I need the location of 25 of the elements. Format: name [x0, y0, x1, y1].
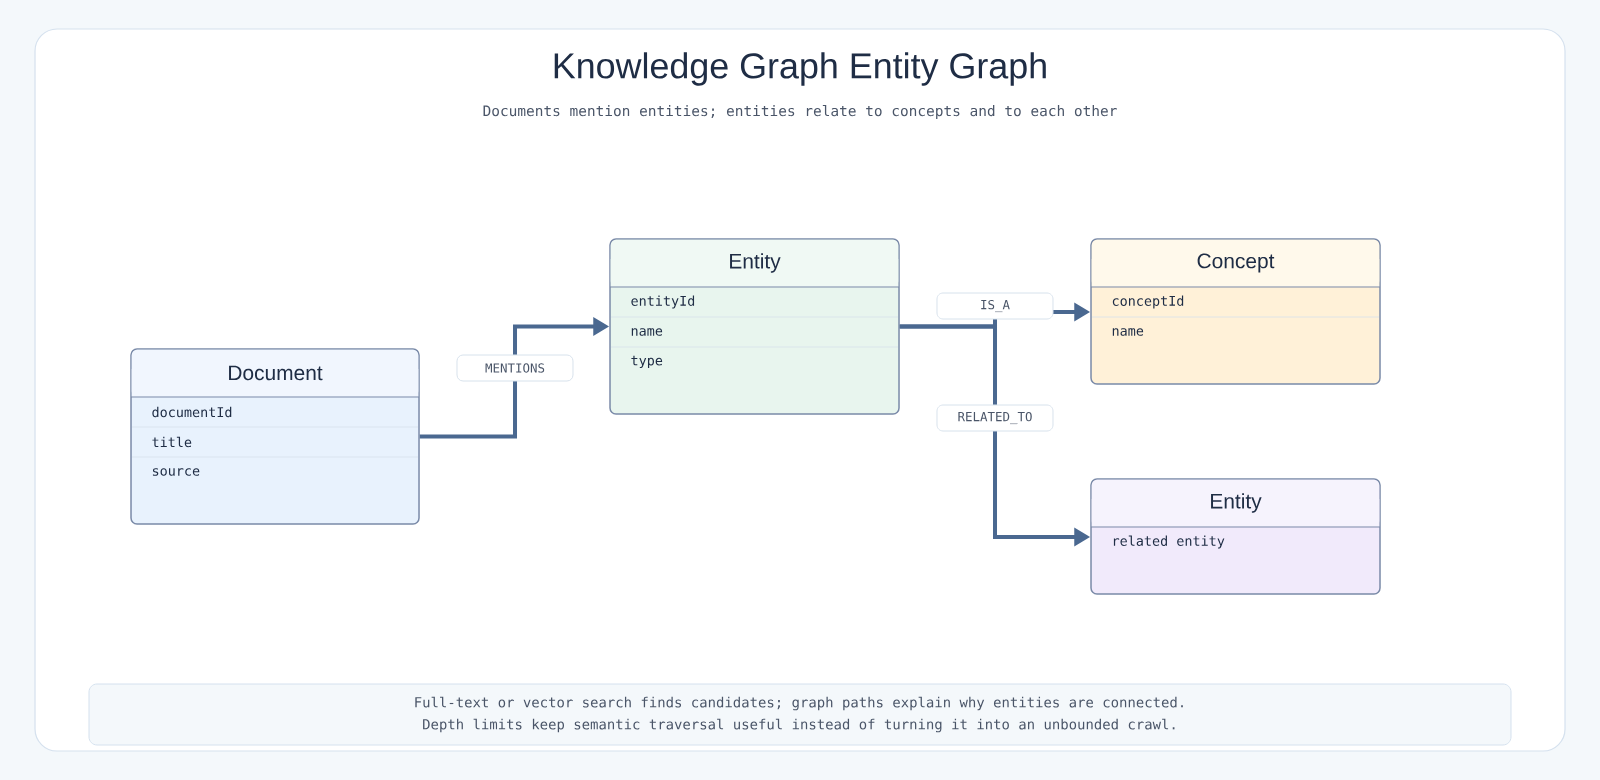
note-text: Full-text or vector search finds candidates; graph paths explain why entities are connected. — [415, 696, 1183, 711]
field-name: name — [1112, 328, 1144, 336]
edge-label: IS_A — [936, 292, 1054, 320]
entity-box — [1090, 478, 1381, 595]
field-name: name — [631, 328, 663, 336]
table-header: Entity — [1211, 493, 1262, 513]
note-box — [88, 683, 1512, 746]
title: Knowledge Graph Entity Graph — [554, 52, 1046, 86]
edge-label: MENTIONS — [456, 354, 574, 382]
field-name: related entity — [1113, 535, 1225, 549]
note-text: Depth limits keep semantic traversal useful instead of turning it into an unbounded crawl. — [423, 718, 1175, 733]
edge-label: RELATED_TO — [936, 404, 1054, 432]
field-name: entityId — [631, 295, 695, 309]
entity-box — [130, 348, 420, 525]
field-name: title — [152, 436, 192, 448]
field-name: conceptId — [1112, 295, 1184, 309]
entity-box — [609, 238, 900, 415]
field-name: type — [631, 355, 663, 369]
field-name: source — [152, 468, 200, 476]
entity-box — [1090, 238, 1381, 385]
table-header: Entity — [730, 253, 781, 273]
table-header: Concept — [1197, 253, 1275, 273]
table-header: Document — [229, 365, 323, 381]
field-name: documentId — [152, 406, 232, 418]
subtitle: Documents mention entities; entities relate to concepts and to each other — [483, 104, 1117, 119]
